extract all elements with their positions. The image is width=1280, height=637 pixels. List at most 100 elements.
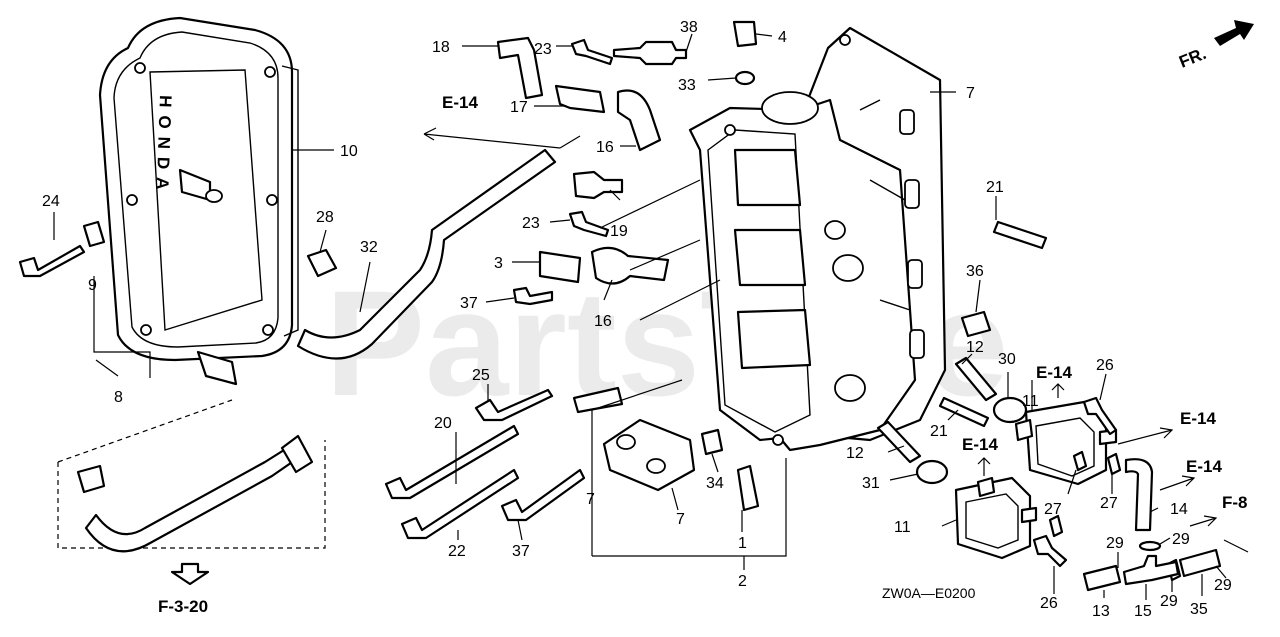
clamp-16a[interactable] (616, 89, 662, 152)
hose-box-outline (57, 399, 326, 549)
stud-21a[interactable] (992, 220, 1048, 250)
callout-29b: 29 (1106, 535, 1124, 552)
bolt-22[interactable] (400, 468, 520, 540)
collar-9[interactable] (82, 220, 106, 248)
ref-e14-b: E-14 (1036, 363, 1072, 382)
callout-1: 1 (738, 535, 747, 552)
cylinder-head[interactable] (688, 26, 947, 452)
callout-16a: 16 (596, 139, 614, 156)
bolt-24[interactable] (18, 244, 86, 278)
callout-labels: 38 4 33 18 23 17 16 7 10 21 19 23 3 37 1… (42, 19, 1232, 620)
callout-9: 9 (88, 277, 97, 294)
callout-29c: 29 (1160, 593, 1178, 610)
fuel-pump-lower[interactable] (954, 476, 1038, 560)
bracket-17[interactable] (554, 84, 606, 114)
o-ring-30a[interactable] (992, 396, 1028, 424)
stud-21b[interactable] (938, 396, 990, 428)
callout-27a: 27 (1044, 501, 1062, 518)
callout-38: 38 (680, 19, 698, 36)
hose-clip[interactable] (76, 464, 106, 494)
callout-24: 24 (42, 193, 60, 210)
ref-e14-c: E-14 (962, 435, 998, 454)
bolt-37[interactable] (500, 468, 586, 522)
callout-12b: 12 (846, 445, 864, 462)
callout-15: 15 (1134, 603, 1152, 620)
ref-e14-e: E-14 (1186, 457, 1222, 476)
collar-34[interactable] (960, 310, 992, 338)
ref-f8: F-8 (1222, 493, 1248, 512)
diagram-code: ZW0A—E0200 (882, 585, 976, 601)
pin-12a[interactable] (954, 356, 998, 402)
o-ring-30b[interactable] (915, 459, 949, 485)
clamp-16b[interactable] (590, 246, 670, 285)
callout-11a: 11 (1022, 393, 1039, 410)
callout-30a: 30 (998, 351, 1016, 368)
callout-23a: 23 (534, 41, 552, 58)
callout-10: 10 (340, 143, 358, 160)
hose-13[interactable] (1082, 564, 1122, 592)
callout-25: 25 (472, 367, 490, 384)
callout-28: 28 (316, 209, 334, 226)
hose-35[interactable] (1178, 548, 1222, 578)
callout-23b: 23 (522, 215, 540, 232)
callout-5: 7 (586, 491, 595, 508)
washer[interactable] (734, 70, 756, 86)
bolt-25[interactable] (474, 388, 554, 422)
sensor-19[interactable] (572, 170, 624, 200)
e14-arrow-d (1117, 427, 1174, 445)
dowel-1[interactable] (736, 464, 760, 512)
clip-27a[interactable] (1072, 450, 1088, 472)
leader-lines (53, 33, 1227, 600)
bolt-20[interactable] (384, 424, 520, 500)
breather-hose[interactable] (84, 443, 300, 553)
bracket-6[interactable] (602, 418, 696, 492)
callout-20: 20 (434, 415, 452, 432)
callout-30b: 31 (862, 475, 880, 492)
clip-29a[interactable] (1048, 514, 1064, 538)
ref-e14-a: E-14 (442, 93, 478, 112)
callout-21b: 21 (930, 423, 948, 440)
clip-27b[interactable] (1106, 452, 1122, 476)
f8-arrow (1189, 515, 1249, 553)
callout-27b: 27 (1100, 495, 1118, 512)
bolt-23a[interactable] (570, 38, 614, 66)
ref-e14-d: E-14 (1180, 409, 1216, 428)
callout-2: 2 (738, 573, 747, 590)
bolt-26b[interactable] (1032, 534, 1068, 568)
callout-36: 37 (460, 295, 478, 312)
bolt-23b[interactable] (568, 210, 610, 238)
callout-4: 4 (778, 29, 787, 46)
cover-gasket (281, 65, 299, 337)
callout-12a: 12 (966, 339, 984, 356)
bracket-18[interactable] (496, 36, 544, 100)
cylinder-head-cover[interactable]: HONDA (98, 16, 294, 386)
pin-12b[interactable] (876, 420, 922, 464)
callout-34: 36 (966, 263, 984, 280)
callout-29d: 29 (1214, 577, 1232, 594)
hose-14[interactable] (1124, 458, 1154, 532)
callout-8: 8 (114, 389, 123, 406)
joint-15[interactable] (1122, 554, 1180, 586)
e14-arrow-b (1051, 383, 1065, 398)
callout-16b: 16 (594, 313, 612, 330)
callout-7: 7 (966, 85, 975, 102)
plug[interactable] (732, 20, 758, 48)
bolt-26a[interactable] (1082, 396, 1118, 436)
callout-29a: 29 (1172, 531, 1190, 548)
callout-26a: 26 (1096, 357, 1114, 374)
plate-3[interactable] (538, 250, 582, 284)
breather-tube[interactable] (296, 148, 557, 360)
collar-33[interactable] (700, 428, 724, 456)
ref-f320: F-3-20 (158, 597, 208, 616)
dowel-5[interactable] (572, 386, 624, 414)
spark-plug[interactable] (612, 40, 688, 66)
callout-19: 19 (610, 223, 628, 240)
bolt-36[interactable] (512, 286, 554, 306)
callout-6: 7 (676, 511, 685, 528)
clip-29b[interactable] (1138, 540, 1162, 552)
callout-32: 33 (678, 77, 696, 94)
callout-3: 3 (494, 255, 503, 272)
e14-arrow-a (423, 127, 581, 149)
